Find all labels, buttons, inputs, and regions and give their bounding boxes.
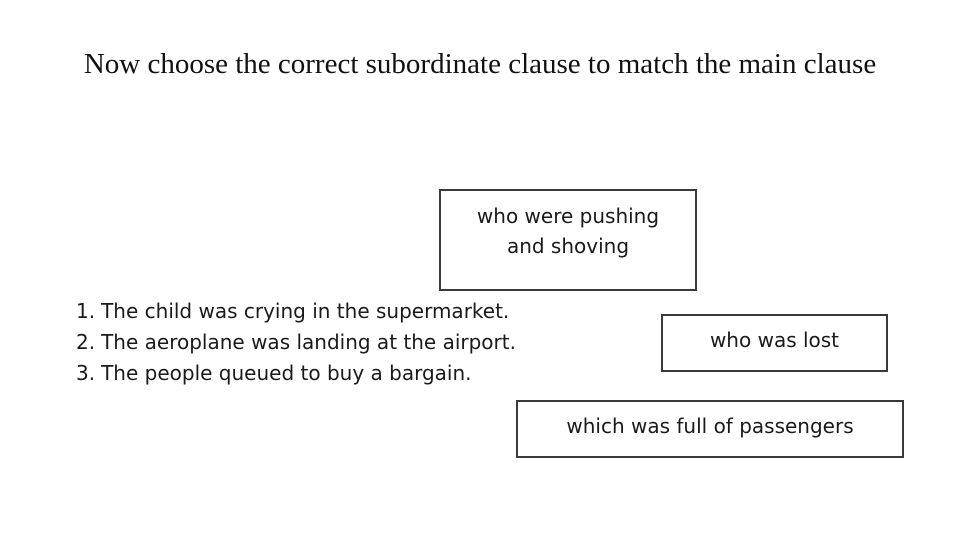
main-clause-number: 3. bbox=[76, 361, 96, 385]
main-clause-list: 1.The child was crying in the supermarke… bbox=[76, 296, 516, 389]
subordinate-clause-text: which was full of passengers bbox=[566, 414, 854, 438]
main-clause-item: 1.The child was crying in the supermarke… bbox=[76, 296, 516, 327]
subordinate-clause-card[interactable]: who was lost bbox=[661, 314, 888, 372]
subordinate-clause-card[interactable]: which was full of passengers bbox=[516, 400, 904, 458]
main-clause-text: The aeroplane was landing at the airport… bbox=[101, 330, 516, 354]
main-clause-number: 2. bbox=[76, 330, 96, 354]
main-clause-text: The child was crying in the supermarket. bbox=[101, 299, 510, 323]
main-clause-item: 3.The people queued to buy a bargain. bbox=[76, 358, 516, 389]
subordinate-clause-text: who were pushing bbox=[476, 204, 660, 228]
slide-title: Now choose the correct subordinate claus… bbox=[83, 48, 877, 80]
main-clause-text: The people queued to buy a bargain. bbox=[101, 361, 472, 385]
subordinate-clause-text: who was lost bbox=[709, 328, 840, 352]
main-clause-item: 2.The aeroplane was landing at the airpo… bbox=[76, 327, 516, 358]
subordinate-clause-card[interactable]: who were pushing and shoving bbox=[439, 189, 697, 291]
main-clause-number: 1. bbox=[76, 299, 96, 323]
subordinate-clause-text: and shoving bbox=[506, 234, 630, 258]
